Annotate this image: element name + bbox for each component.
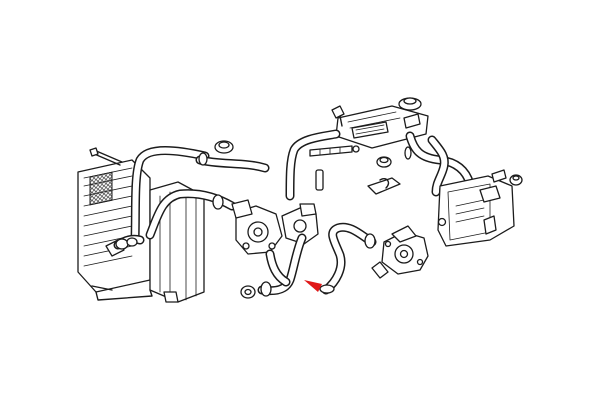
metal-tube-fitting [309,145,360,157]
tank-fitting [491,169,507,183]
radiator-hose-left [145,189,237,240]
radiator-hose-lower [113,234,145,250]
hose-bracket [367,177,401,195]
sensor-plug [331,105,345,127]
o-ring [376,156,392,168]
tank-cap [509,174,523,186]
reservoir-hose [427,135,449,197]
heater-hose-upper [195,152,270,173]
hose-connector-top [403,113,421,129]
vent-line [285,129,341,201]
expansion-tank [437,175,515,247]
red-arrow-icon [304,280,322,292]
short-hose [315,169,324,191]
bypass-hose-small [265,249,291,287]
highlighted-coolant-hose [319,222,377,295]
upper-radiator-hose [130,146,210,245]
reservoir-cap [398,97,422,111]
dipstick-rod [89,147,123,166]
radiator [77,159,205,303]
thermostat-housing [281,203,319,245]
hose-clamp-upper [214,140,234,154]
water-pump-housing [231,199,283,255]
hose-clamp-lower [240,285,256,299]
coolant-pump-assembly [371,225,429,279]
